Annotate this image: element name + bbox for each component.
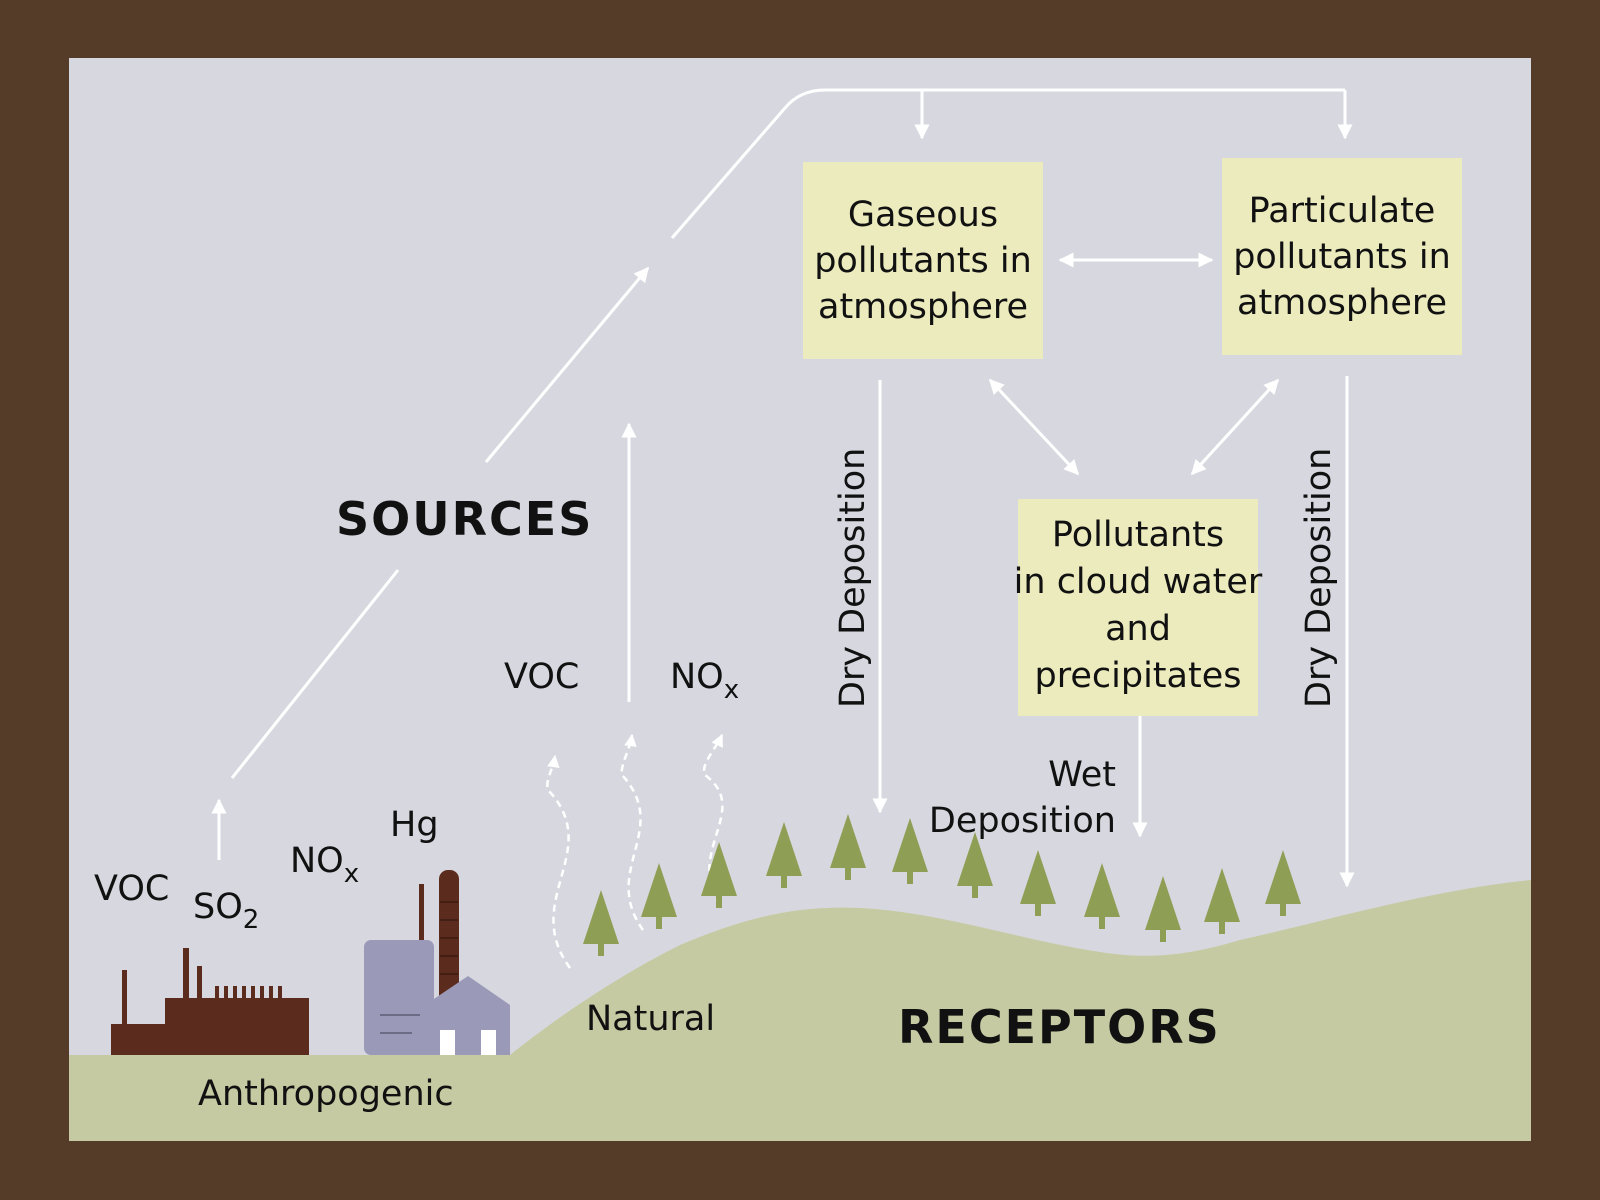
tree-icons	[583, 814, 1301, 956]
factory-icon	[111, 948, 309, 1055]
natural-label: Natural	[586, 999, 715, 1039]
svg-text:pollutants in: pollutants in	[1233, 237, 1451, 277]
dry-deposition-label-right: Dry Deposition	[1299, 448, 1339, 708]
tree-icon	[957, 832, 993, 898]
svg-text:atmosphere: atmosphere	[1237, 283, 1447, 323]
svg-text:atmosphere: atmosphere	[818, 287, 1028, 327]
svg-text:Particulate: Particulate	[1249, 191, 1436, 231]
box-particulate: Particulate pollutants in atmosphere	[1222, 158, 1462, 355]
hg-label: Hg	[390, 805, 439, 845]
anthropogenic-label: Anthropogenic	[198, 1074, 454, 1114]
tree-icon	[892, 818, 928, 884]
nox-anthropogenic-label: NOx	[290, 841, 359, 889]
ground-hills	[69, 880, 1531, 1141]
svg-text:pollutants in: pollutants in	[814, 241, 1032, 281]
svg-text:and: and	[1105, 609, 1171, 649]
tree-icon	[1265, 850, 1301, 916]
tree-icon	[641, 863, 677, 929]
so2-label: SO2	[193, 887, 259, 935]
arrows	[211, 88, 1355, 888]
svg-text:in cloud water: in cloud water	[1014, 562, 1263, 602]
tree-icon	[830, 814, 866, 880]
sources-label: SOURCES	[336, 492, 593, 546]
nox-natural-label: NOx	[670, 657, 739, 705]
wet-deposition-label-line2: Deposition	[929, 801, 1116, 841]
svg-text:precipitates: precipitates	[1035, 656, 1242, 696]
svg-text:Pollutants: Pollutants	[1052, 515, 1224, 555]
svg-text:Gaseous: Gaseous	[848, 195, 998, 235]
tree-icon	[766, 822, 802, 888]
voc-anthropogenic-label: VOC	[94, 869, 169, 909]
tree-icon	[701, 842, 737, 908]
tree-icon	[1020, 850, 1056, 916]
box-gaseous: Gaseous pollutants in atmosphere	[803, 162, 1043, 359]
natural-emission-waves	[546, 733, 724, 969]
box-cloud-water: Pollutants in cloud water and precipitat…	[1014, 499, 1263, 716]
voc-natural-label: VOC	[504, 657, 579, 697]
tree-icon	[583, 890, 619, 956]
tree-icon	[1204, 868, 1240, 934]
tree-icon	[1084, 863, 1120, 929]
receptors-label: RECEPTORS	[898, 1000, 1221, 1054]
tree-icon	[1145, 876, 1181, 942]
house-icon	[364, 870, 510, 1055]
wet-deposition-label-line1: Wet	[1048, 755, 1116, 795]
dry-deposition-label-left: Dry Deposition	[833, 448, 873, 708]
